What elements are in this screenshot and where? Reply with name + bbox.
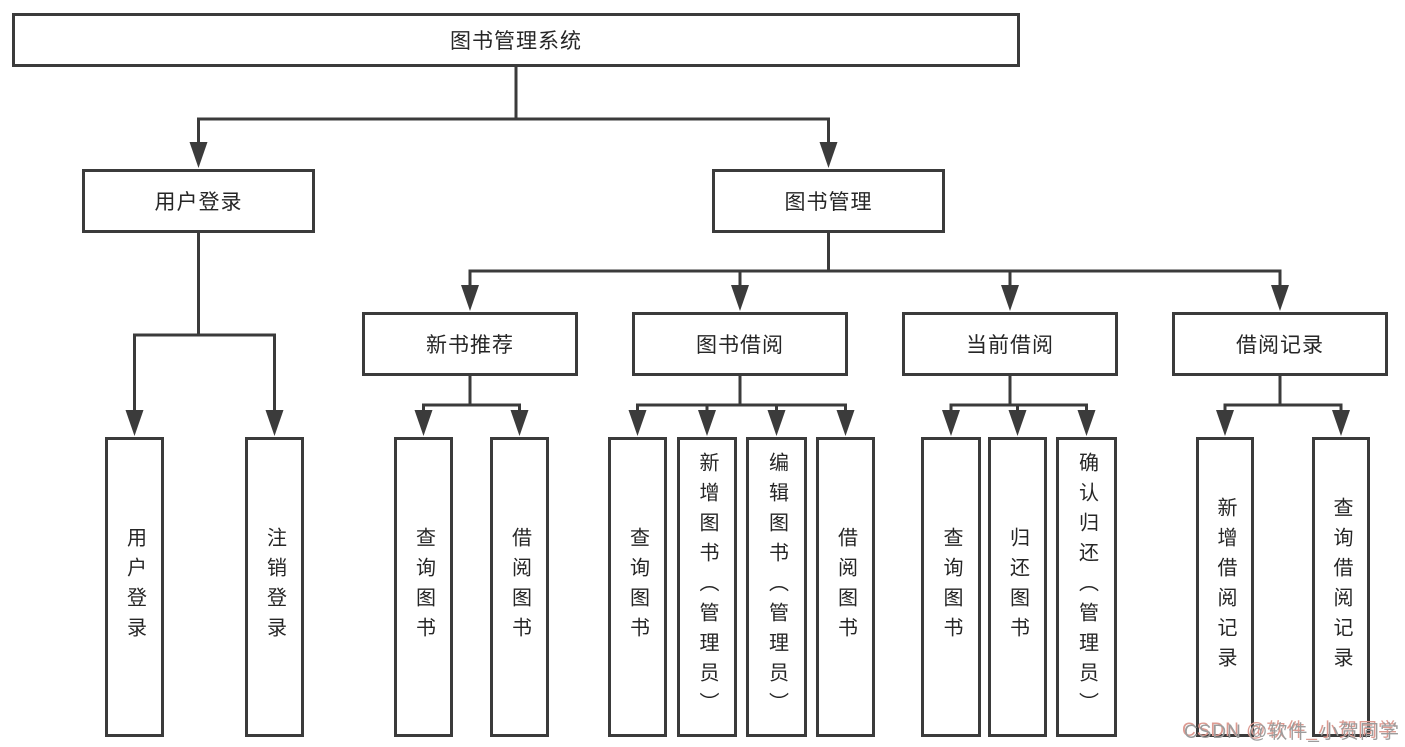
arrowhead (125, 410, 144, 436)
arrowhead (767, 410, 786, 436)
arrowhead (1001, 285, 1019, 311)
arrowhead (1216, 410, 1234, 436)
connector-line (422, 374, 521, 421)
watermark: CSDN @软件_小贺同学 (1184, 722, 1400, 743)
node-label: 图书借阅 (696, 334, 784, 357)
node-label: 借阅图书 (834, 527, 857, 647)
node-leaf-bw-query: 查询图书 (608, 437, 667, 737)
node-label: 归还图书 (1006, 527, 1029, 647)
connector-line (197, 65, 830, 153)
node-borrow-records: 借阅记录 (1172, 312, 1388, 376)
node-leaf-nb-query: 查询图书 (394, 437, 453, 737)
node-label: 查询借阅记录 (1330, 497, 1352, 677)
node-new-books: 新书推荐 (362, 312, 578, 376)
arrowhead (731, 285, 749, 311)
node-current-borrow: 当前借阅 (902, 312, 1118, 376)
node-label: 新增图书（管理员） (696, 452, 718, 722)
node-user-login: 用户登录 (82, 169, 315, 233)
node-leaf-bw-add: 新增图书（管理员） (677, 437, 737, 737)
connector-line (1223, 374, 1343, 421)
edge-root (189, 65, 838, 168)
node-book-mgmt: 图书管理 (712, 169, 945, 233)
edge-user-login (125, 231, 284, 436)
node-label: 注销登录 (263, 527, 286, 647)
edge-current-borrow (942, 374, 1096, 436)
arrowhead (414, 410, 433, 436)
node-label: 查询图书 (626, 527, 649, 647)
arrowhead (836, 410, 855, 436)
arrowhead (265, 410, 284, 436)
arrowhead (1332, 410, 1350, 436)
arrowhead (1271, 285, 1289, 311)
node-label: 当前借阅 (966, 334, 1054, 357)
node-label: 图书管理系统 (450, 30, 582, 53)
arrowhead (942, 410, 960, 436)
node-leaf-cb-query: 查询图书 (921, 437, 981, 737)
node-leaf-cb-confirm: 确认归还（管理员） (1056, 437, 1117, 737)
node-label: 新书推荐 (426, 334, 514, 357)
edge-borrow-records (1216, 374, 1350, 436)
node-leaf-rec-query: 查询借阅记录 (1312, 437, 1370, 737)
arrowhead (461, 285, 479, 311)
node-label: 用户登录 (154, 191, 243, 214)
node-label: 新增借阅记录 (1214, 497, 1236, 677)
connector-line (133, 231, 276, 421)
node-label: 确认归还（管理员） (1075, 452, 1098, 722)
arrowhead (1077, 410, 1096, 436)
arrowhead (628, 410, 647, 436)
node-label: 用户登录 (123, 527, 146, 647)
node-leaf-cb-return: 归还图书 (988, 437, 1047, 737)
node-leaf-bw-edit: 编辑图书（管理员） (746, 437, 807, 737)
connector-line (468, 231, 1282, 296)
node-label: 图书管理 (784, 191, 873, 214)
edge-book-borrow (628, 374, 855, 436)
arrowhead (189, 142, 208, 168)
node-leaf-rec-add: 新增借阅记录 (1196, 437, 1254, 737)
node-label: 查询图书 (940, 527, 962, 647)
node-book-borrow: 图书借阅 (632, 312, 848, 376)
node-label: 编辑图书（管理员） (765, 452, 788, 722)
node-label: 借阅记录 (1236, 334, 1324, 357)
arrowhead (819, 142, 838, 168)
edge-new-books (414, 374, 529, 436)
node-leaf-user-login: 用户登录 (105, 437, 164, 737)
arrowhead (1008, 410, 1027, 436)
arrowhead (698, 410, 716, 436)
node-root: 图书管理系统 (12, 13, 1020, 67)
node-leaf-logout: 注销登录 (245, 437, 304, 737)
node-label: 查询图书 (412, 527, 435, 647)
node-label: 借阅图书 (508, 527, 531, 647)
connector-line (636, 374, 847, 421)
arrowhead (510, 410, 529, 436)
edge-book-mgmt (461, 231, 1289, 311)
node-leaf-bw-borrow: 借阅图书 (816, 437, 875, 737)
node-leaf-nb-borrow: 借阅图书 (490, 437, 549, 737)
